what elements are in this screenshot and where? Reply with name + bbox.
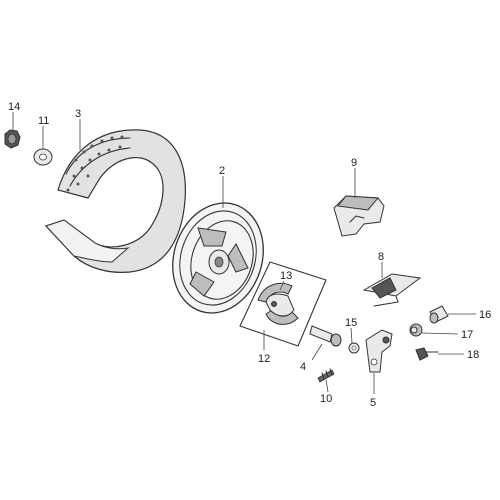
callout-16: 16 [479,309,491,321]
callout-10: 10 [320,393,332,405]
callout-17: 17 [461,329,473,341]
leader-lines [12,112,476,394]
callout-labels: 14 11 3 2 9 8 13 12 15 4 10 5 16 17 18 [8,101,491,409]
part-3-tire [44,129,186,273]
part-5-brake-arm [365,329,393,373]
part-13-brake-shoes [257,282,299,325]
part-9-cover [333,195,385,237]
part-10-spring [317,368,335,383]
callout-13: 13 [280,270,292,282]
part-14-nut [4,129,21,149]
callout-3: 3 [75,108,81,120]
callout-14: 14 [8,101,20,113]
callout-4: 4 [300,361,306,373]
callout-18: 18 [467,349,479,361]
part-18-bolt [415,347,439,361]
part-16-nut [429,305,449,324]
part-8-clip [362,273,422,307]
part-15-washer [348,342,360,354]
part-17-collar [409,323,423,337]
part-4-cam-shaft [309,325,342,347]
part-11-washer [33,148,53,166]
callout-5: 5 [370,397,376,409]
callout-15: 15 [345,317,357,329]
callout-9: 9 [351,157,357,169]
part-2-wheel [172,202,264,314]
callout-12: 12 [258,353,270,365]
callout-2: 2 [219,165,225,177]
callout-8: 8 [378,251,384,263]
callout-11: 11 [38,115,49,127]
part-12-brake-shoe-set [239,261,327,347]
